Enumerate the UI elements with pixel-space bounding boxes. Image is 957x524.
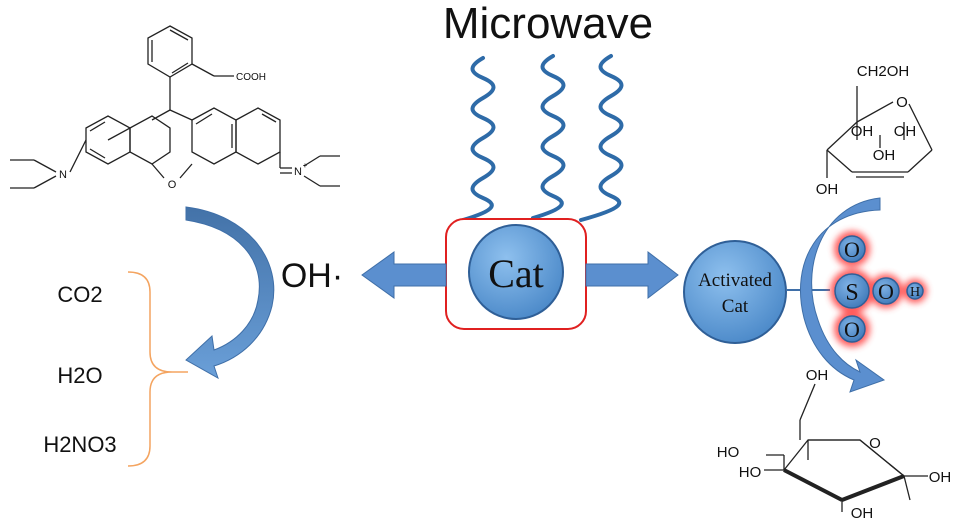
fructose-ch2oh: CH2OH xyxy=(857,63,910,80)
fructose-oh-2: OH xyxy=(894,123,917,140)
activated-label-line1: Activated xyxy=(698,270,772,291)
hydrogen-atom xyxy=(906,282,924,300)
rhodamine-n-left: N xyxy=(59,169,67,181)
hydroxyl-radical: OH· xyxy=(281,257,343,295)
fructose-oh-3: OH xyxy=(873,147,896,164)
glucose-oh-bottom: OH xyxy=(851,505,874,522)
glucose-o: O xyxy=(869,435,881,452)
rhodamine-n-right: N xyxy=(294,166,302,178)
left-curved-arrow xyxy=(185,206,275,380)
sulfur-label: S xyxy=(845,280,858,306)
product-hno3: H2NO3 xyxy=(43,432,116,457)
fructose-oh-1: OH xyxy=(851,123,874,140)
catalyst-circle xyxy=(468,224,564,320)
oxygen-bottom-atom xyxy=(838,315,866,343)
fructose-oh-4: OH xyxy=(816,181,839,198)
fructose-o: O xyxy=(896,94,908,111)
oxygen-bottom-label: O xyxy=(844,317,860,342)
fructose-structure xyxy=(826,86,933,178)
products-bracket xyxy=(127,271,173,467)
catalyst-label: Cat xyxy=(488,251,544,296)
rhodamine-cooh: COOH xyxy=(236,72,266,83)
rhodamine-n-charge: + xyxy=(303,161,308,170)
wave-2 xyxy=(531,54,566,220)
rhodamine-structure xyxy=(10,25,340,189)
sulfur-atom xyxy=(834,273,870,309)
oxygen-right-label: O xyxy=(878,279,894,304)
oxygen-top-label: O xyxy=(844,237,860,262)
right-curved-arrow xyxy=(800,197,886,393)
activated-catalyst-circle xyxy=(683,240,787,344)
arrow-to-radical xyxy=(361,251,447,299)
oxygen-top-atom xyxy=(838,235,866,263)
product-h2o: H2O xyxy=(57,363,102,388)
glucose-ho-1: HO xyxy=(717,444,740,461)
microwave-title: Microwave xyxy=(443,0,653,48)
wave-1 xyxy=(461,56,496,222)
rhodamine-o-ring: O xyxy=(168,179,177,191)
wave-3 xyxy=(579,54,624,222)
glucose-ho-2: HO xyxy=(739,464,762,481)
sulfonic-group: O S O O H xyxy=(830,231,927,347)
activated-label-line2: Cat xyxy=(722,296,749,317)
arrow-to-activated xyxy=(585,250,679,300)
glucose-oh-right: OH xyxy=(929,469,952,486)
microwave-waves xyxy=(461,54,624,222)
hydrogen-label: H xyxy=(910,285,920,300)
oxygen-right-atom xyxy=(872,277,900,305)
product-co2: CO2 xyxy=(57,282,102,307)
glucose-oh-top: OH xyxy=(806,367,829,384)
glucose-structure xyxy=(764,383,928,512)
